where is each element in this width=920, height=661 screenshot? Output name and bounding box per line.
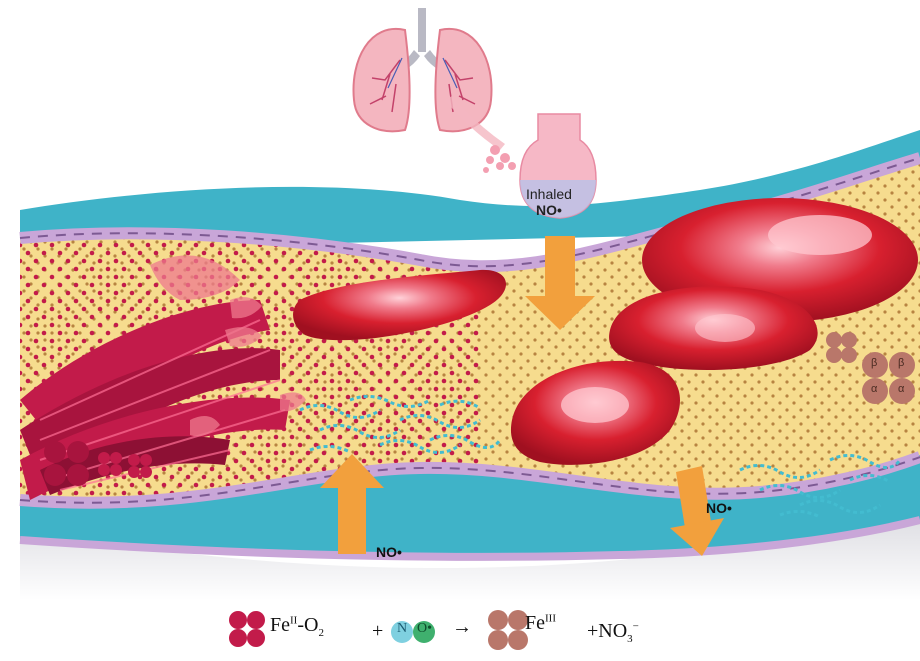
eq-ferrous-tetramer (229, 611, 265, 647)
inhaled-label-line1: Inhaled (526, 186, 572, 202)
inhaled-label-line2: NO• (526, 202, 572, 218)
eq-no3: +NO3− (587, 620, 639, 645)
alpha-label: α (898, 383, 904, 395)
eq-n: N (397, 621, 407, 637)
eq-o-dot: O• (417, 621, 432, 637)
lungs (353, 8, 516, 173)
no-label-bottom: NO• (376, 544, 402, 560)
inhaled-no-label: Inhaled NO• (526, 186, 572, 218)
eq-fe3: FeIII (525, 612, 556, 635)
beta-label: β (871, 357, 877, 369)
alpha-label: α (871, 383, 877, 395)
eq-plus-1: + (372, 620, 383, 643)
eq-fe2: FeII-O2 (270, 614, 324, 639)
eq-arrow: → (452, 616, 472, 639)
no-label-right: NO• (706, 500, 732, 516)
eq-ferric-tetramer (488, 610, 528, 650)
beta-label: β (898, 357, 904, 369)
